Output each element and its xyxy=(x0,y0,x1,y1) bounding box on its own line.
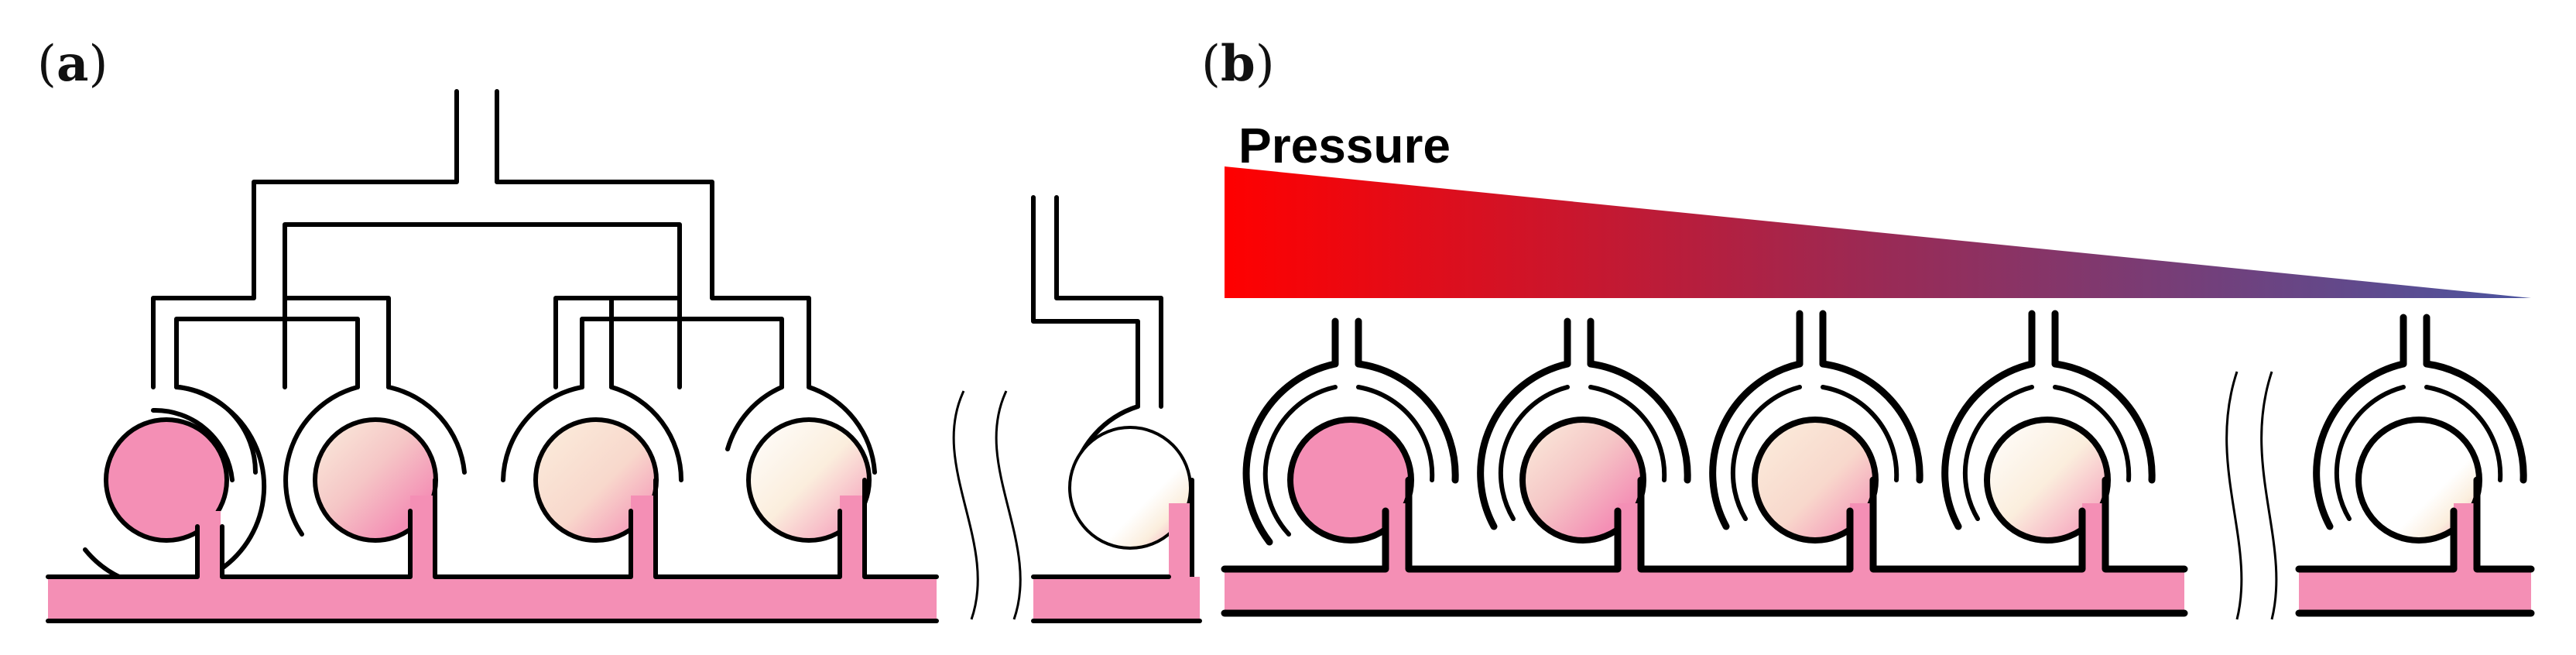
break-mark-b xyxy=(2225,371,2278,620)
pressure-gradient-wedge xyxy=(1225,166,2531,298)
panel-b: Pressure xyxy=(1221,118,2535,620)
branching-channel-network xyxy=(151,89,811,389)
trap-a-last xyxy=(1031,195,1202,623)
trap-b3 xyxy=(1709,310,1923,581)
main-channel-b xyxy=(1221,565,2188,617)
trap-a4 xyxy=(725,385,877,583)
trap-b1 xyxy=(1242,317,1459,581)
trap-b-last xyxy=(2295,314,2535,617)
bead-a1 xyxy=(104,417,229,543)
trap-a2 xyxy=(283,385,467,583)
trap-a3 xyxy=(501,385,683,583)
panel-a-label: (a) xyxy=(37,35,108,93)
pressure-indicator: Pressure xyxy=(1225,118,2531,298)
pressure-label: Pressure xyxy=(1238,118,1451,173)
panel-b-label: (b) xyxy=(1201,35,1275,93)
trap-b4 xyxy=(1941,310,2156,581)
trap-a1 xyxy=(83,385,267,590)
trap-b2 xyxy=(1477,317,1691,581)
break-mark-a xyxy=(952,390,1022,620)
main-channel-a-left xyxy=(46,574,939,623)
panel-a xyxy=(46,89,1202,623)
